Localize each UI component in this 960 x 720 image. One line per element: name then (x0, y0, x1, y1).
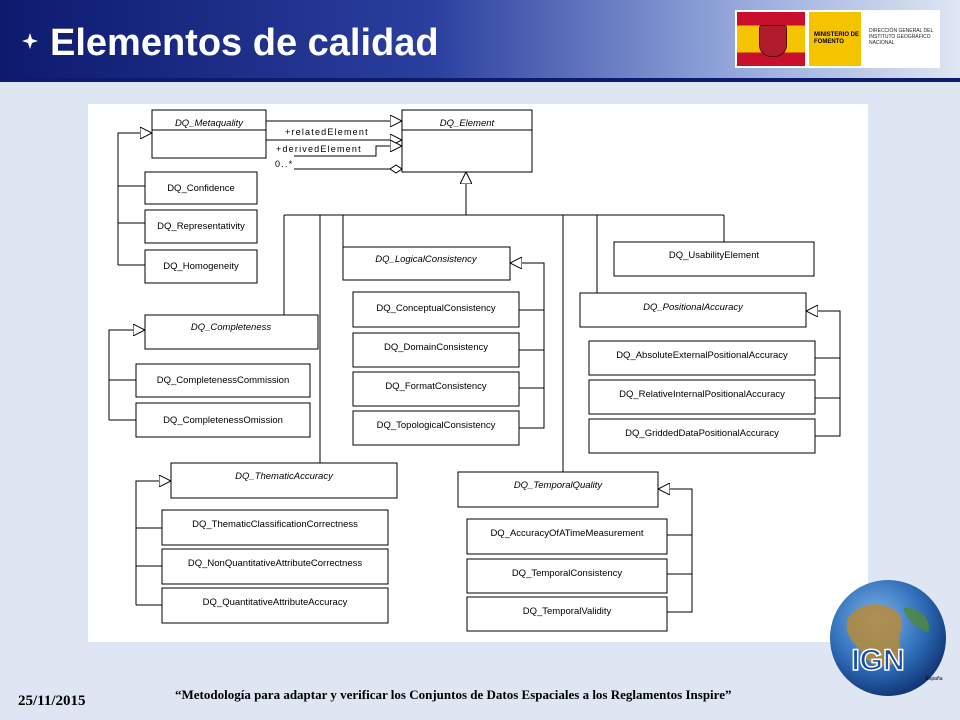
ign-name: DIRECCIÓN GENERAL DEL INSTITUTO GEOGRÁFI… (869, 28, 934, 46)
uml-diagram-svg: DQ_Metaquality DQ_Element DQ_Confidence … (108, 109, 841, 632)
class-domain-consistency (352, 332, 520, 368)
class-confidence (144, 171, 258, 205)
fomento-logo: MINISTERIO DE FOMENTO (809, 12, 861, 66)
label-gridded-positional: DQ_GriddedDataPositionalAccuracy (625, 428, 779, 439)
class-topological-consistency (352, 410, 520, 446)
class-element (401, 109, 533, 173)
diamond-bullet-icon (22, 33, 38, 49)
class-absolute-positional (588, 340, 816, 376)
class-quantitative (161, 587, 389, 624)
multiplicity-label: 0..* (275, 159, 293, 169)
class-thematic-classification (161, 509, 389, 546)
uml-diagram: DQ_Metaquality DQ_Element DQ_Confidence … (88, 104, 868, 642)
label-thematic-classification: DQ_ThematicClassificationCorrectness (192, 519, 358, 530)
label-conceptual-consistency: DQ_ConceptualConsistency (376, 303, 496, 314)
class-metaquality (151, 109, 267, 159)
label-non-quantitative: DQ_NonQuantitativeAttributeCorrectness (188, 558, 362, 569)
label-format-consistency: DQ_FormatConsistency (385, 381, 487, 392)
ign-letters: IGN (851, 644, 904, 677)
class-usability-element (613, 241, 815, 277)
class-time-measurement (466, 518, 668, 555)
class-non-quantitative (161, 548, 389, 585)
label-completeness-commission: DQ_CompletenessCommission (157, 375, 290, 386)
label-element: DQ_Element (440, 118, 495, 129)
ministry-logo: MINISTERIO DE FOMENTO DIRECCIÓN GENERAL … (735, 10, 940, 68)
label-metaquality: DQ_Metaquality (175, 118, 244, 129)
label-positional-accuracy: DQ_PositionalAccuracy (643, 302, 744, 313)
label-temporal-quality: DQ_TemporalQuality (514, 480, 604, 491)
label-relative-positional: DQ_RelativeInternalPositionalAccuracy (619, 389, 785, 400)
label-absolute-positional: DQ_AbsoluteExternalPositionalAccuracy (616, 350, 788, 361)
class-gridded-positional (588, 418, 816, 454)
ministry-name: MINISTERIO DE FOMENTO (814, 32, 860, 45)
ign-globe-logo-icon: IGN España (830, 580, 946, 696)
label-time-measurement: DQ_AccuracyOfATimeMeasurement (490, 528, 643, 539)
label-completeness-omission: DQ_CompletenessOmission (163, 415, 283, 426)
class-relative-positional (588, 379, 816, 415)
class-temporal-validity (466, 596, 668, 632)
class-completeness (144, 314, 319, 350)
class-temporal-quality (457, 471, 659, 508)
slide-date: 25/11/2015 (18, 693, 86, 709)
slide-footer: “Metodología para adaptar y verificar lo… (175, 687, 732, 702)
class-format-consistency (352, 371, 520, 407)
label-completeness: DQ_Completeness (191, 322, 272, 333)
related-element-label: +relatedElement (285, 127, 369, 137)
derived-element-label: +derivedElement (276, 144, 362, 154)
label-temporal-consistency: DQ_TemporalConsistency (512, 568, 623, 579)
spain-coat-of-arms-icon (737, 12, 805, 66)
class-thematic-accuracy (170, 462, 398, 499)
ign-country: España (926, 676, 943, 682)
class-completeness-omission (135, 402, 311, 438)
header-divider (0, 78, 960, 82)
label-usability-element: DQ_UsabilityElement (669, 250, 760, 261)
label-logical-consistency: DQ_LogicalConsistency (375, 254, 478, 265)
label-thematic-accuracy: DQ_ThematicAccuracy (235, 471, 334, 482)
class-logical-consistency (342, 246, 511, 281)
label-temporal-validity: DQ_TemporalValidity (523, 606, 612, 617)
label-confidence: DQ_Confidence (167, 183, 235, 194)
label-representativity: DQ_Representativity (157, 221, 245, 232)
label-domain-consistency: DQ_DomainConsistency (384, 342, 488, 353)
class-conceptual-consistency (352, 291, 520, 328)
class-homogeneity (144, 249, 258, 284)
label-topological-consistency: DQ_TopologicalConsistency (377, 420, 496, 431)
class-representativity (144, 209, 258, 244)
slide-title: Elementos de calidad (50, 22, 439, 64)
class-completeness-commission (135, 363, 311, 398)
class-positional-accuracy (579, 292, 807, 328)
label-homogeneity: DQ_Homogeneity (163, 261, 239, 272)
class-temporal-consistency (466, 558, 668, 594)
label-quantitative: DQ_QuantitativeAttributeAccuracy (203, 597, 348, 608)
